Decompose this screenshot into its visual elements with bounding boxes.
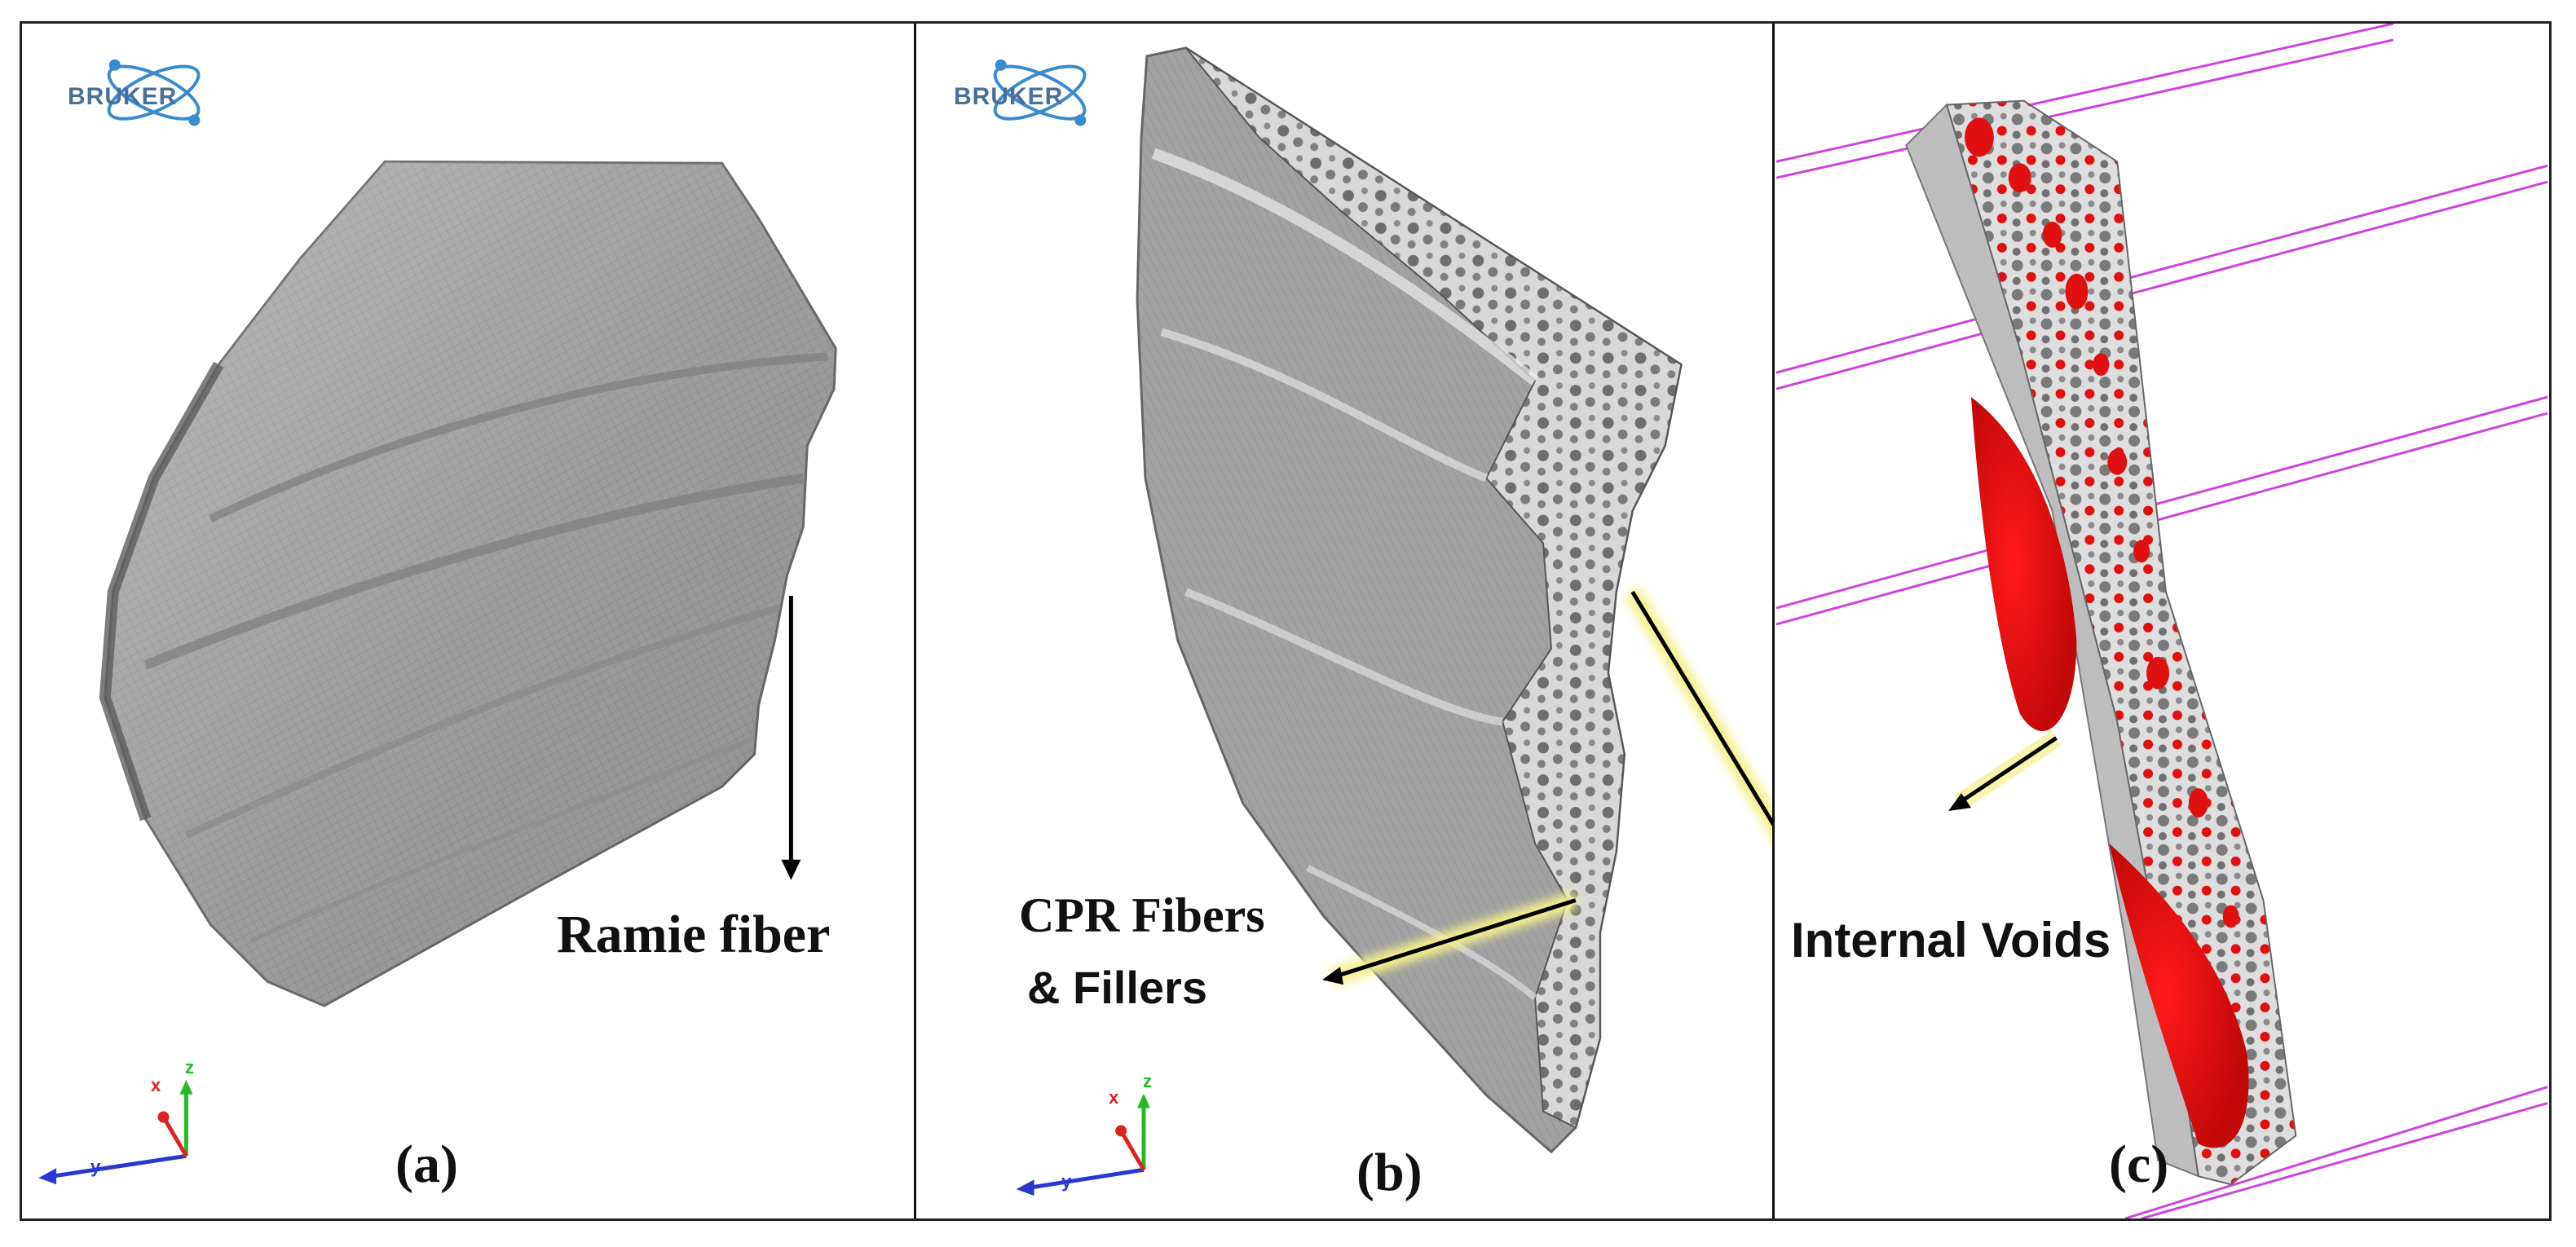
axis-triad-icon [1016,1093,1150,1196]
bruker-logo-icon [107,59,201,126]
internal-voids-annotation: Internal Voids [1791,913,2111,967]
panel-c-caption: (c) [2109,1135,2169,1194]
axis-label-x: x [151,1075,161,1095]
panel-a-caption: (a) [395,1135,458,1194]
panel-b: BRUKER x z y CPR Fibers & Fillers (b) [916,24,1772,1218]
panel-divider-2 [1772,24,1775,1218]
bruker-logo-text: BRUKER [954,83,1064,110]
axis-triad-icon [38,1079,193,1185]
bruker-logo-icon [993,59,1087,126]
axis-label-z: z [1143,1071,1152,1091]
axis-label-x: x [1109,1087,1119,1108]
panel-divider-1 [914,24,916,1218]
annotation-arrow-icon [1322,587,1772,986]
internal-voids-render [1775,24,2548,1218]
ramie-fiber-render [38,59,837,1185]
axis-label-z: z [185,1057,194,1077]
void-region-lower [2109,843,2249,1148]
cpr-fibers-annotation-line2: & Fillers [1027,962,1207,1013]
panel-b-caption: (b) [1356,1143,1423,1202]
axis-label-y: y [1061,1171,1072,1192]
axis-label-y: y [90,1157,101,1177]
guide-lines [1775,24,2548,1218]
panel-c: Internal Voids (c) [1775,24,2549,1218]
bruker-logo-text: BRUKER [68,83,178,110]
cpr-fiber-render [993,46,1772,1196]
panel-a: BRUKER x z y Ramie fiber (a) [22,24,914,1218]
figure-frame: BRUKER x z y Ramie fiber (a) [20,21,2552,1221]
ramie-fiber-annotation: Ramie fiber [557,905,831,964]
annotation-arrow-icon [1948,730,2062,812]
cpr-fibers-annotation-line1: CPR Fibers [1019,888,1265,942]
void-region-upper [1970,397,2077,731]
